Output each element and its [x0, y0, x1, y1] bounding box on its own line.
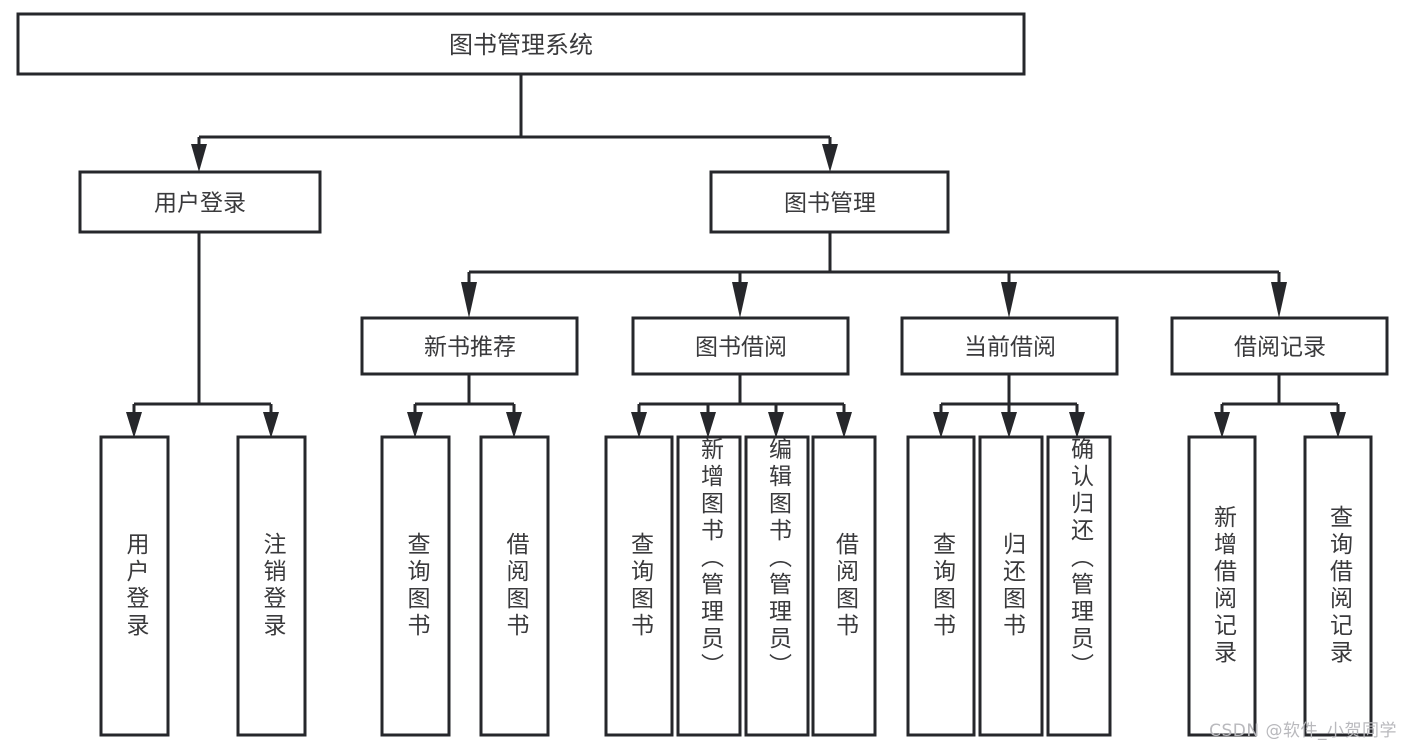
connector-newbookrec-to-leaves — [407, 374, 522, 438]
connector-bookborrow-to-leaves — [631, 374, 852, 438]
connector-userlogin-to-leaves — [126, 232, 279, 438]
node-leaf-borrow-book-1[interactable] — [479, 435, 550, 737]
arrow-head-icon — [1001, 282, 1017, 318]
arrow-head-icon — [732, 282, 748, 318]
node-new-book-rec-label: 新书推荐 — [424, 335, 516, 361]
node-leaf-user-login[interactable] — [99, 435, 170, 737]
node-leaf-query-book-1[interactable] — [380, 435, 451, 737]
arrow-head-icon — [1330, 412, 1346, 438]
arrow-head-icon — [700, 412, 716, 438]
node-current-borrow-label: 当前借阅 — [964, 335, 1056, 361]
arrow-head-icon — [506, 412, 522, 438]
node-leaf-edit-book[interactable] — [744, 435, 810, 737]
arrow-head-icon — [1001, 412, 1017, 438]
arrow-head-icon — [407, 412, 423, 438]
arrow-head-icon — [1214, 412, 1230, 438]
node-leaf-return-book[interactable] — [978, 435, 1044, 737]
node-leaf-query-book-2[interactable] — [604, 435, 674, 737]
node-borrow-record[interactable]: 借阅记录 — [1170, 316, 1389, 376]
node-new-book-rec[interactable]: 新书推荐 — [360, 316, 579, 376]
node-user-login-label: 用户登录 — [154, 191, 246, 217]
node-borrow-record-label: 借阅记录 — [1234, 335, 1326, 361]
arrow-head-icon — [631, 412, 647, 438]
arrow-head-icon — [1069, 412, 1085, 438]
node-book-manage-label: 图书管理 — [784, 191, 876, 217]
connector-borrowrecord-to-leaves — [1214, 374, 1346, 438]
arrow-head-icon — [822, 144, 838, 172]
arrow-head-icon — [836, 412, 852, 438]
watermark: CSDN @软件_小贺同学 — [1209, 721, 1397, 741]
connector-root-to-level2 — [191, 74, 838, 172]
node-leaf-add-record[interactable] — [1187, 435, 1257, 737]
leaf-boxes — [99, 435, 1373, 737]
arrow-head-icon — [768, 412, 784, 438]
node-leaf-logout[interactable] — [236, 435, 307, 737]
connector-bookmanage-to-level3 — [461, 232, 1287, 318]
node-leaf-add-book[interactable] — [676, 435, 742, 737]
node-root[interactable]: 图书管理系统 — [16, 12, 1026, 76]
node-leaf-borrow-book-2[interactable] — [811, 435, 877, 737]
node-user-login[interactable]: 用户登录 — [78, 170, 322, 234]
arrow-head-icon — [263, 412, 279, 438]
node-book-borrow-label: 图书借阅 — [695, 335, 787, 361]
arrow-head-icon — [1271, 282, 1287, 318]
connector-currentborrow-to-leaves — [933, 374, 1085, 438]
arrow-head-icon — [191, 144, 207, 172]
node-root-label: 图书管理系统 — [449, 31, 593, 59]
arrow-head-icon — [126, 412, 142, 438]
node-current-borrow[interactable]: 当前借阅 — [900, 316, 1119, 376]
node-leaf-query-record[interactable] — [1303, 435, 1373, 737]
node-book-manage[interactable]: 图书管理 — [709, 170, 950, 234]
arrow-head-icon — [461, 282, 477, 318]
node-leaf-query-book-3[interactable] — [906, 435, 976, 737]
arrow-head-icon — [933, 412, 949, 438]
node-book-borrow[interactable]: 图书借阅 — [631, 316, 850, 376]
node-leaf-confirm-return[interactable] — [1046, 435, 1112, 737]
